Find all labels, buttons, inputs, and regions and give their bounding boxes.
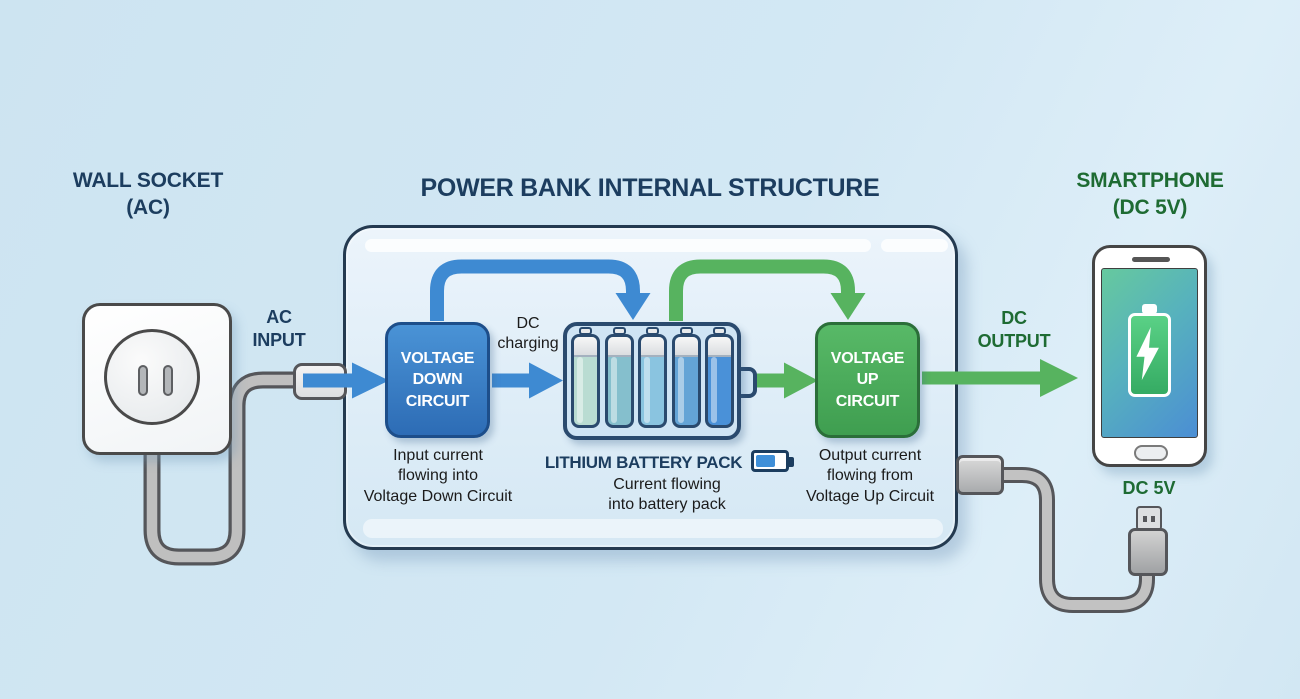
- battery-cell-nub: [713, 327, 726, 335]
- battery-loop-arrow: [669, 259, 855, 321]
- usb-cable: [1004, 467, 1155, 613]
- battery-output-arrow: [756, 362, 818, 399]
- wall-socket-title: WALL SOCKET (AC): [72, 169, 224, 220]
- battery-cell-nub: [679, 327, 693, 335]
- socket-slot-left: [138, 365, 148, 396]
- battery-cell: [571, 334, 600, 428]
- power-cord: [143, 371, 298, 566]
- dc-charging-label: DC charging: [497, 315, 559, 353]
- wall-socket: [82, 303, 232, 455]
- usb-a-connector: [956, 455, 1004, 495]
- micro-usb-connector: [1128, 528, 1168, 576]
- screen-battery-icon: [1128, 313, 1171, 397]
- voltage-down-caption: Input current flowing into Voltage Down …: [363, 447, 513, 505]
- ac-input-label: AC INPUT: [252, 307, 306, 350]
- battery-pack-label-row: LITHIUM BATTERY PACK: [528, 450, 806, 473]
- dc-output-label: DC OUTPUT: [977, 308, 1051, 351]
- lightning-bolt-icon: [1136, 327, 1159, 381]
- voltage-up-caption: Output current flowing from Voltage Up C…: [805, 447, 935, 505]
- battery-cell: [671, 334, 701, 428]
- battery-pack-label: LITHIUM BATTERY PACK: [544, 453, 743, 472]
- power-bank-top-highlight: [365, 239, 871, 252]
- micro-usb-pin: [1143, 516, 1147, 522]
- socket-slot-right: [163, 365, 173, 396]
- voltage-down-loop-arrowhead: [615, 293, 651, 320]
- battery-cell-nub: [579, 327, 592, 335]
- phone-home-button: [1134, 445, 1168, 461]
- smartphone-device: [1092, 245, 1207, 467]
- wall-socket-face: [104, 329, 200, 425]
- screen-battery-nub: [1142, 304, 1157, 314]
- battery-level-icon-fill: [756, 455, 776, 467]
- phone-screen: [1101, 268, 1198, 438]
- battery-cell: [638, 334, 667, 428]
- dc-output-arrow: [922, 359, 1078, 397]
- lithium-battery-pack: [563, 322, 741, 440]
- voltage-up-circuit-box: VOLTAGE UP CIRCUIT: [815, 322, 920, 438]
- phone-speaker: [1132, 257, 1170, 262]
- battery-cell: [705, 334, 734, 428]
- battery-cell-nub: [612, 327, 626, 335]
- voltage-down-circuit-box: VOLTAGE DOWN CIRCUIT: [385, 322, 490, 438]
- battery-level-icon-nub: [789, 457, 795, 467]
- diagram-title: POWER BANK INTERNAL STRUCTURE: [420, 174, 880, 202]
- battery-caption: Current flowing into battery pack: [608, 476, 726, 514]
- micro-usb-tip: [1136, 506, 1162, 531]
- dc-charging-arrow: [492, 362, 563, 399]
- ac-input-arrow: [303, 362, 389, 399]
- dc5v-label: DC 5V: [1122, 478, 1176, 498]
- battery-loop-arrowhead: [830, 293, 866, 320]
- battery-caption-block: LITHIUM BATTERY PACK Current flowing int…: [528, 450, 806, 516]
- smartphone-title: SMARTPHONE (DC 5V): [1076, 169, 1224, 220]
- battery-cell-nub: [646, 327, 659, 335]
- power-bank-top-highlight-small: [881, 239, 948, 252]
- power-bank-bottom-highlight: [363, 519, 943, 538]
- micro-usb-pin: [1151, 516, 1155, 522]
- battery-level-icon: [751, 450, 795, 472]
- voltage-down-loop-arrow: [430, 259, 640, 321]
- battery-cell: [604, 334, 634, 428]
